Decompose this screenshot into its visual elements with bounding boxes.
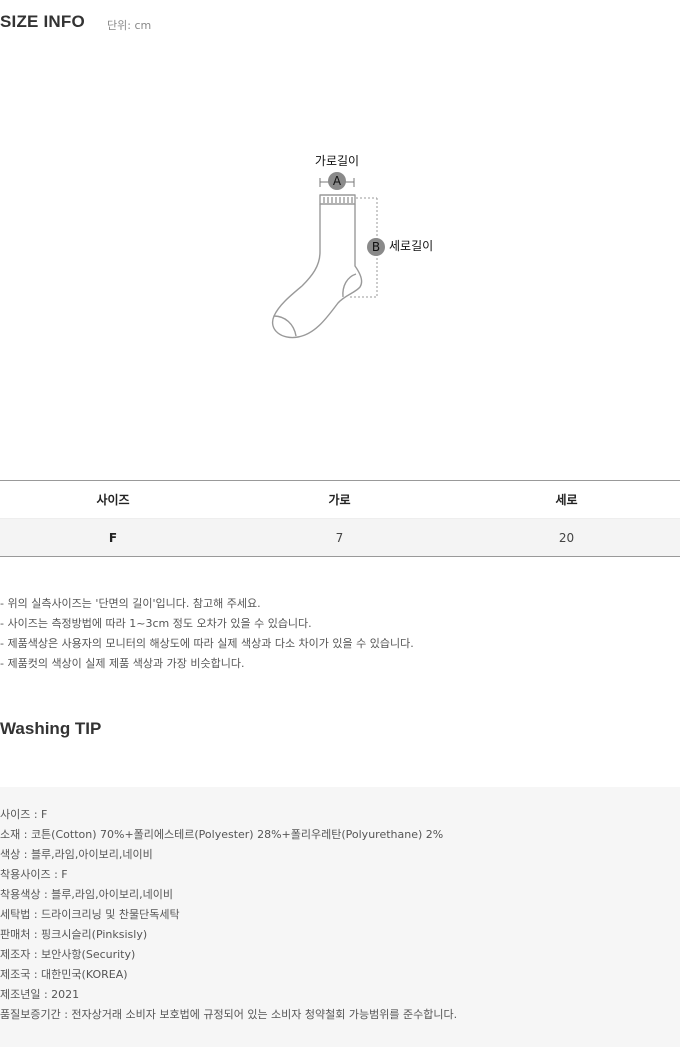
table-header-row: 사이즈 가로 세로 [0, 480, 680, 519]
size-info-title: SIZE INFO [0, 12, 85, 31]
width-label: 가로길이 [315, 154, 359, 168]
info-item: 판매처 : 핑크시슬리(Pinksisly) [0, 928, 148, 941]
header-length: 세로 [453, 480, 680, 519]
info-item: 착용색상 : 블루,라임,아이보리,네이비 [0, 888, 173, 901]
sock-illustration [271, 194, 363, 339]
info-item: 착용사이즈 : F [0, 868, 68, 881]
info-item: 제조국 : 대한민국(KOREA) [0, 968, 128, 981]
note-item: - 제품컷의 색상이 실제 제품 색상과 가장 비슷합니다. [0, 657, 245, 670]
cell-width: 7 [226, 518, 453, 557]
info-item: 제조년일 : 2021 [0, 988, 80, 1001]
length-label: 세로길이 [389, 239, 433, 253]
note-item: - 사이즈는 측정방법에 따라 1~3cm 정도 오차가 있을 수 있습니다. [0, 617, 312, 630]
unit-label: 단위: cm [107, 19, 152, 32]
cell-size: F [0, 518, 226, 557]
size-table: 사이즈 가로 세로 F 7 20 [0, 480, 680, 557]
product-info-box: 사이즈 : F 소재 : 코튼(Cotton) 70%+폴리에스테르(Polye… [0, 787, 680, 1047]
size-notes: - 위의 실측사이즈는 '단면의 길이'입니다. 참고해 주세요. - 사이즈는… [0, 597, 680, 677]
marker-b: B [367, 238, 385, 256]
note-item: - 제품색상은 사용자의 모니터의 해상도에 따라 실제 색상과 다소 차이가 … [0, 637, 414, 650]
sock-size-diagram: A B 가로길이 세로길이 [271, 154, 433, 339]
header-width: 가로 [226, 480, 453, 519]
info-item: 색상 : 블루,라임,아이보리,네이비 [0, 848, 153, 861]
cell-length: 20 [453, 518, 680, 557]
info-item: 사이즈 : F [0, 808, 48, 821]
marker-a: A [328, 172, 346, 190]
product-info-list: 사이즈 : F 소재 : 코튼(Cotton) 70%+폴리에스테르(Polye… [0, 808, 457, 1028]
table-row: F 7 20 [0, 518, 680, 557]
info-item: 소재 : 코튼(Cotton) 70%+폴리에스테르(Polyester) 28… [0, 828, 444, 841]
header-size: 사이즈 [0, 480, 226, 519]
info-item: 품질보증기간 : 전자상거래 소비자 보호법에 규정되어 있는 소비자 청약철회… [0, 1008, 458, 1021]
washing-tip-title: Washing TIP [0, 719, 102, 738]
marker-b-letter: B [372, 240, 380, 254]
note-item: - 위의 실측사이즈는 '단면의 길이'입니다. 참고해 주세요. [0, 597, 261, 610]
info-item: 제조자 : 보안사항(Security) [0, 948, 136, 961]
marker-a-letter: A [333, 174, 342, 188]
info-item: 세탁법 : 드라이크리닝 및 찬물단독세탁 [0, 908, 180, 921]
